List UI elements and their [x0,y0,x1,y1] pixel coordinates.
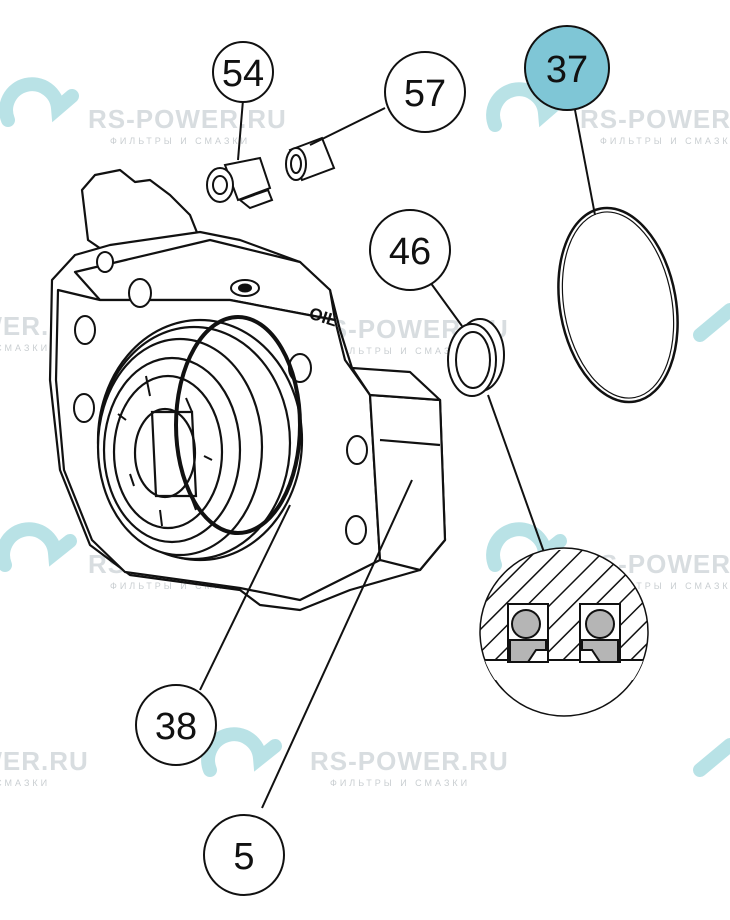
callout-54-label: 54 [222,53,264,95]
watermark-logo: RS-POWER.RU ФИЛЬТРЫ И СМАЗКИ [0,77,287,146]
mounting-holes [73,251,368,545]
watermark-logo: RS-POWER.RU ФИЛЬТРЫ И СМАЗКИ [486,82,730,146]
watermark-brand: RS-POWER.RU [88,104,287,134]
callout-37: 37 [524,25,610,111]
watermark-tagline: ФИЛЬТРЫ И СМАЗКИ [0,343,50,353]
callout-57: 57 [384,51,466,133]
callout-37-label: 37 [546,49,588,91]
seal-section-detail [479,547,649,717]
callout-57-label: 57 [404,73,446,115]
leader-5 [261,479,413,809]
watermark-tagline: ФИЛЬТРЫ И СМАЗКИ [110,136,250,146]
bolt-hole [96,251,114,273]
watermark-brand: RS-POWER.RU [0,746,89,776]
bolt-hole [346,435,368,465]
callout-38: 38 [135,684,217,766]
oring-37-inner [561,211,675,399]
watermark-tagline: ФИЛЬТРЫ И СМАЗКИ [600,581,730,591]
fitting-54 [206,156,274,210]
leader-38 [199,504,291,691]
watermark-logo: RS-POWER.RU ФИЛЬТРЫ И СМАЗКИ [201,727,509,788]
leader-57 [309,107,386,146]
watermark-logo-fragment [693,738,730,777]
bolt-hole [74,315,96,345]
watermark-brand: RS-POWER.RU [580,104,730,134]
oring-37 [557,206,679,404]
oring-38-on-boss [174,315,302,535]
top-port [230,279,260,297]
watermark-tagline: ФИЛЬТРЫ И СМАЗКИ [0,778,50,788]
callout-46: 46 [369,209,451,291]
watermark-logo: RS-POWER.RU ФИЛЬТРЫ И СМАЗКИ [0,746,89,788]
watermark-tagline: ФИЛЬТРЫ И СМАЗКИ [110,581,250,591]
leader-54 [237,99,244,161]
leader-46-detail [487,394,546,556]
bolt-hole [345,515,367,545]
seal-46 [447,318,505,397]
callout-54: 54 [212,41,274,103]
front-boss [96,318,304,562]
watermark-tagline: ФИЛЬТРЫ И СМАЗКИ [600,136,730,146]
watermark-logo-fragment [693,303,730,342]
watermark-tagline: ФИЛЬТРЫ И СМАЗКИ [330,778,470,788]
fitting-57 [285,136,336,182]
callouts: 54 57 37 46 38 5 [135,25,610,896]
callout-38-label: 38 [155,706,197,748]
leader-lines [199,99,596,809]
callout-5: 5 [203,814,285,896]
leader-37 [574,109,596,216]
bolt-hole [128,278,152,308]
leader-46 [429,281,463,327]
bolt-hole [73,393,95,423]
callout-46-label: 46 [389,231,431,273]
callout-5-label: 5 [233,836,254,878]
watermark-tagline: ФИЛЬТРЫ И СМАЗКИ [330,346,470,356]
watermark-brand: RS-POWER.RU [310,746,509,776]
